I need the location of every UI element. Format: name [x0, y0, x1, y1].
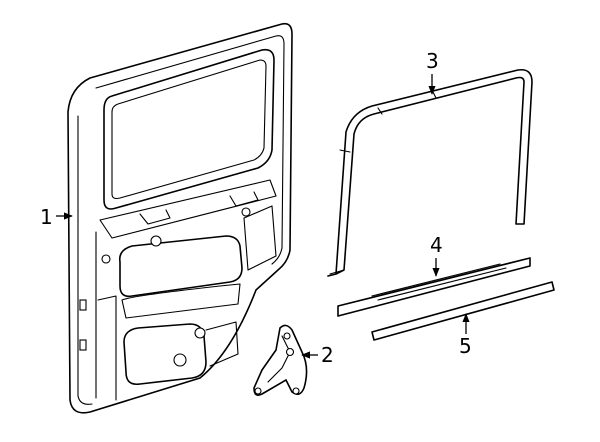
callout-1-label: 1 [40, 205, 53, 229]
callout-5-label: 5 [459, 334, 472, 358]
belt-molding-part [371, 281, 555, 341]
callout-2-label: 2 [321, 343, 334, 367]
door-shell-part [67, 22, 293, 414]
callout-4-label: 4 [430, 233, 443, 257]
bracket-part [253, 324, 308, 396]
callout-3-label: 3 [426, 49, 439, 73]
belt-weatherstrip-part [337, 257, 531, 317]
